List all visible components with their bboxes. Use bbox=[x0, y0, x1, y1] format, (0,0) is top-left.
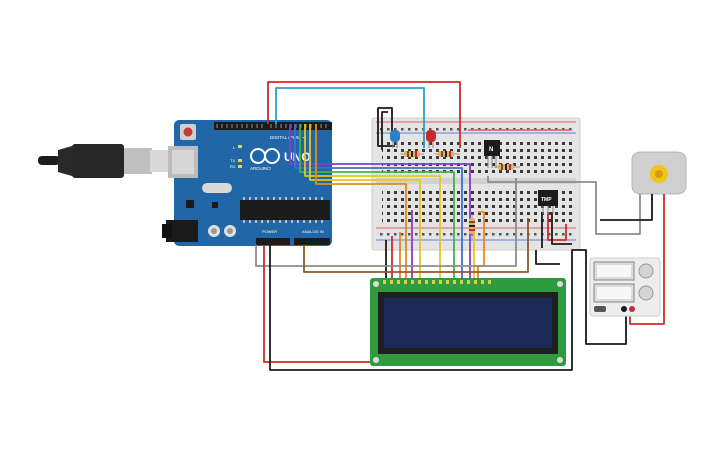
voltage-display bbox=[597, 265, 631, 277]
power-supply bbox=[589, 257, 661, 317]
wire-black-led-2 bbox=[381, 111, 388, 150]
wire-green bbox=[299, 124, 455, 222]
dc-motor bbox=[631, 151, 687, 200]
current-knob[interactable] bbox=[638, 285, 654, 301]
wire-black-lcd bbox=[269, 245, 576, 371]
current-display bbox=[597, 287, 631, 299]
npn-transistor: N bbox=[484, 140, 500, 168]
arduino-uno-board: DIGITAL (PWM ~) UNO ARDUINO L TX RX bbox=[162, 120, 332, 246]
positive-terminal bbox=[629, 306, 635, 312]
digital-label: DIGITAL (PWM ~) bbox=[270, 135, 307, 140]
wire-black-supply bbox=[576, 249, 627, 345]
analog-label: ANALOG IN bbox=[302, 229, 324, 234]
wire-red-top bbox=[267, 81, 461, 148]
breadboard bbox=[371, 117, 581, 251]
tx-led bbox=[238, 159, 242, 162]
l-led-label: L bbox=[233, 145, 236, 150]
small-chip bbox=[186, 200, 194, 208]
crystal bbox=[202, 183, 232, 193]
brand-label: UNO bbox=[284, 150, 311, 164]
wire-yellow-2 bbox=[309, 124, 421, 222]
led-blue bbox=[390, 130, 400, 148]
temperature-sensor: TMP bbox=[538, 190, 558, 214]
wire-yellow bbox=[304, 124, 441, 222]
wire-gray-motor bbox=[487, 176, 641, 235]
npn-label: N bbox=[489, 147, 493, 153]
analog-header bbox=[294, 238, 330, 245]
subbrand-label: ARDUINO bbox=[250, 166, 271, 171]
microcontroller-chip bbox=[240, 200, 330, 220]
power-label: POWER bbox=[262, 229, 277, 234]
wire-blue bbox=[294, 124, 463, 222]
wire-orange bbox=[315, 124, 407, 222]
wire-gray bbox=[255, 178, 517, 267]
led-red bbox=[426, 130, 436, 148]
rx-label: RX bbox=[230, 164, 236, 169]
resistor-3 bbox=[494, 164, 520, 170]
negative-terminal bbox=[621, 306, 627, 312]
wire-red-supply bbox=[629, 198, 665, 325]
small-chip-2 bbox=[212, 202, 218, 208]
lcd-screen bbox=[384, 298, 552, 348]
wire-purple bbox=[289, 124, 471, 225]
usb-cable bbox=[38, 144, 178, 178]
arduino-logo: UNO ARDUINO bbox=[250, 148, 311, 171]
wire-cyan-top bbox=[275, 87, 425, 148]
power-header bbox=[256, 238, 290, 245]
digital-header bbox=[214, 122, 332, 130]
tmp-label: TMP bbox=[541, 197, 552, 203]
reset-button-cap bbox=[183, 127, 193, 137]
tx-label: TX bbox=[230, 158, 235, 163]
wire-black-motor bbox=[600, 198, 653, 221]
power-switch[interactable] bbox=[594, 306, 606, 312]
voltage-knob[interactable] bbox=[638, 263, 654, 279]
rx-led bbox=[238, 165, 242, 168]
power-jack bbox=[166, 220, 198, 242]
l-led bbox=[238, 145, 242, 148]
wire-black-led bbox=[377, 107, 395, 147]
resistor-4 bbox=[469, 214, 475, 240]
wire-brown bbox=[303, 218, 529, 273]
lcd-display bbox=[370, 278, 566, 366]
resistor-2 bbox=[434, 151, 460, 157]
resistor-1 bbox=[400, 151, 424, 157]
